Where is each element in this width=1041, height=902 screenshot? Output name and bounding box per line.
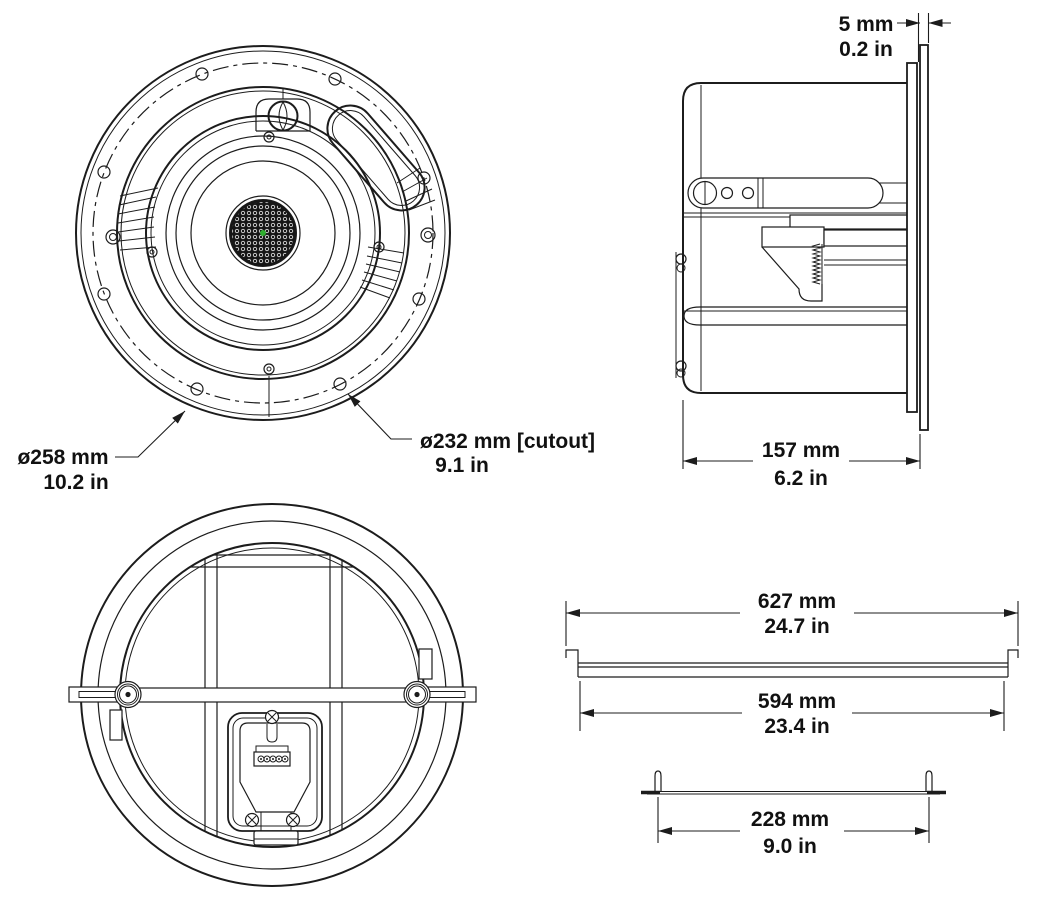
side-view: 5 mm 0.2 in 157 mm 6.2 in — [675, 13, 951, 490]
cover-tab — [253, 830, 299, 846]
front-outer-diameter-in: 10.2 in — [43, 471, 108, 494]
pivot-right — [403, 680, 431, 709]
dog-ear-arm — [687, 177, 907, 209]
dimension-overall-length: 627 mm 24.7 in — [565, 590, 1019, 646]
hatch-marks — [117, 167, 436, 299]
terminal-strip — [253, 745, 291, 767]
cover-screws-bottom — [244, 812, 301, 846]
rail-pin-spacing-in: 9.0 in — [763, 835, 817, 858]
terminal-cover — [227, 709, 323, 846]
adjustment-screw-knob — [255, 88, 311, 132]
side-flange-mm: 5 mm — [839, 13, 894, 36]
callout-cutout-diameter: ø232 mm [cutout] 9.1 in — [347, 393, 595, 477]
leader-line — [347, 393, 412, 440]
rear-view — [68, 503, 477, 887]
cutout-centerline-circle — [92, 62, 434, 404]
serrated-rack — [811, 243, 822, 285]
dimension-flange-thickness: 5 mm 0.2 in — [839, 13, 951, 62]
front-outer-diameter-mm: ø258 mm — [17, 446, 108, 469]
baffle-circles — [145, 115, 381, 351]
dimension-depth: 157 mm 6.2 in — [682, 400, 921, 490]
dimension-pin-spacing: 228 mm 9.0 in — [657, 797, 930, 858]
side-flange-in: 0.2 in — [839, 38, 893, 61]
baffle-screws — [146, 131, 385, 417]
clamp-assembly — [761, 214, 911, 302]
latch-left — [109, 709, 123, 741]
rail-overall-in: 24.7 in — [764, 615, 829, 638]
front-cutout-diameter-in: 9.1 in — [435, 454, 489, 477]
latch-right — [418, 648, 433, 680]
side-depth-in: 6.2 in — [774, 467, 828, 490]
terminal-bumps — [675, 252, 687, 378]
tile-rails: 627 mm 24.7 in 594 mm 23.4 in 228 mm 9.0… — [565, 590, 1019, 858]
side-fastener-holes — [105, 227, 436, 245]
bezel-flange — [906, 44, 929, 431]
led-indicator — [260, 230, 266, 236]
rail-hook-right — [1007, 649, 1019, 663]
mounting-bar — [68, 648, 477, 741]
rail-long — [565, 649, 1019, 678]
dimension-inner-length: 594 mm 23.4 in — [579, 681, 1005, 738]
rail-inner-in: 23.4 in — [764, 715, 829, 738]
side-depth-mm: 157 mm — [762, 439, 840, 462]
rail-pin-right — [925, 770, 933, 792]
rail-overall-mm: 627 mm — [758, 590, 836, 613]
rail-inner-mm: 594 mm — [758, 690, 836, 713]
callout-outer-diameter: ø258 mm 10.2 in — [17, 410, 186, 494]
leader-line — [115, 410, 186, 458]
front-view: ø258 mm 10.2 in ø232 mm [cutout] 9.1 in — [17, 45, 595, 494]
cover-screw-top — [264, 709, 280, 743]
rail-short — [641, 770, 946, 795]
rail-hook-left — [565, 649, 579, 663]
bezel-circles — [75, 45, 451, 421]
tweeter-grille — [225, 195, 301, 271]
rail-pin-left — [654, 770, 662, 792]
bezel-screw-holes — [97, 67, 431, 396]
pivot-left — [114, 680, 142, 709]
front-cutout-diameter-mm: ø232 mm [cutout] — [420, 430, 595, 453]
rail-pin-spacing-mm: 228 mm — [751, 808, 829, 831]
